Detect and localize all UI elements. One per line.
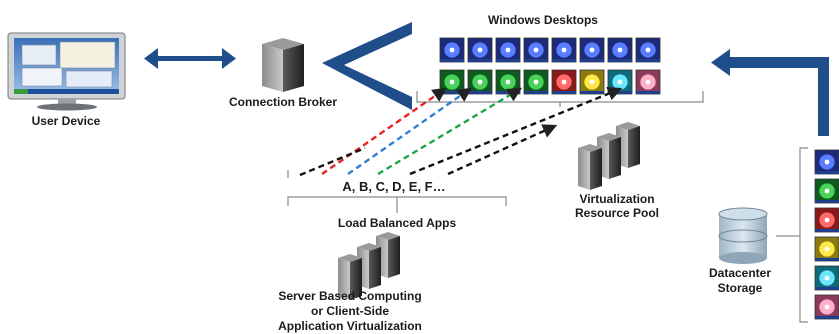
black-dashed-line-1 [409,86,623,176]
connection-double-arrow [144,48,236,69]
desktop-tile-side-4 [814,236,839,262]
apps-bracket [287,170,507,213]
desktops-top-row [439,37,661,63]
datacenter-storage [718,207,768,264]
storage-label-line2: Storage [717,281,763,295]
server-label-line1: Server Based Computing [278,289,422,303]
desktop-tile-bottom-1 [439,69,465,95]
server-label-line3: Application Virtualization [278,319,422,333]
storage-label-line1: Datacenter [708,266,772,280]
desktop-tile-top-8 [635,37,661,63]
desktop-tile-side-3 [814,207,839,233]
black-dashed-line-3 [299,146,366,177]
desktop-tile-bottom-2 [467,69,493,95]
virtualization-label-line1: Virtualization [579,192,655,206]
windows-desktops-label: Windows Desktops [488,13,598,27]
desktop-tile-bottom-4 [523,69,549,95]
desktop-tile-bottom-8 [635,69,661,95]
desktop-tile-top-3 [495,37,521,63]
apps-list-label: A, B, C, D, E, F… [342,179,446,194]
connection-broker-label: Connection Broker [228,95,337,109]
desktop-tile-side-6 [814,294,839,320]
desktop-tile-bottom-6 [579,69,605,95]
desktop-tile-top-2 [467,37,493,63]
green-dashed-line [377,87,523,176]
app-connection-lines [299,86,623,177]
chevron-bracket [322,22,412,110]
server-label-line2: or Client-Side [310,304,389,318]
virtualization-label-line2: Resource Pool [574,206,660,220]
user-device-label: User Device [31,114,101,128]
desktop-tile-top-6 [579,37,605,63]
desktop-tile-bottom-5 [551,69,577,95]
desktop-tile-top-7 [607,37,633,63]
desktops-bracket [416,91,704,107]
desktops-side-column [814,149,839,320]
desktops-bottom-row [439,69,661,95]
red-dashed-line [321,87,447,175]
virtualization-servers [578,122,640,190]
user-device-monitor [7,32,126,111]
desktop-tile-side-1 [814,149,839,175]
desktop-tile-top-4 [523,37,549,63]
return-arrow [711,49,829,136]
desktop-tile-bottom-7 [607,69,633,95]
blue-dashed-line [347,87,472,175]
load-balanced-apps-label: Load Balanced Apps [337,216,457,230]
desktop-tile-side-5 [814,265,839,291]
connection-broker-server [262,38,304,92]
desktop-tile-top-1 [439,37,465,63]
side-column-bracket [776,147,808,323]
app-servers [338,232,400,300]
desktop-tile-top-5 [551,37,577,63]
desktop-tile-side-2 [814,178,839,204]
black-dashed-line-2 [447,124,558,176]
